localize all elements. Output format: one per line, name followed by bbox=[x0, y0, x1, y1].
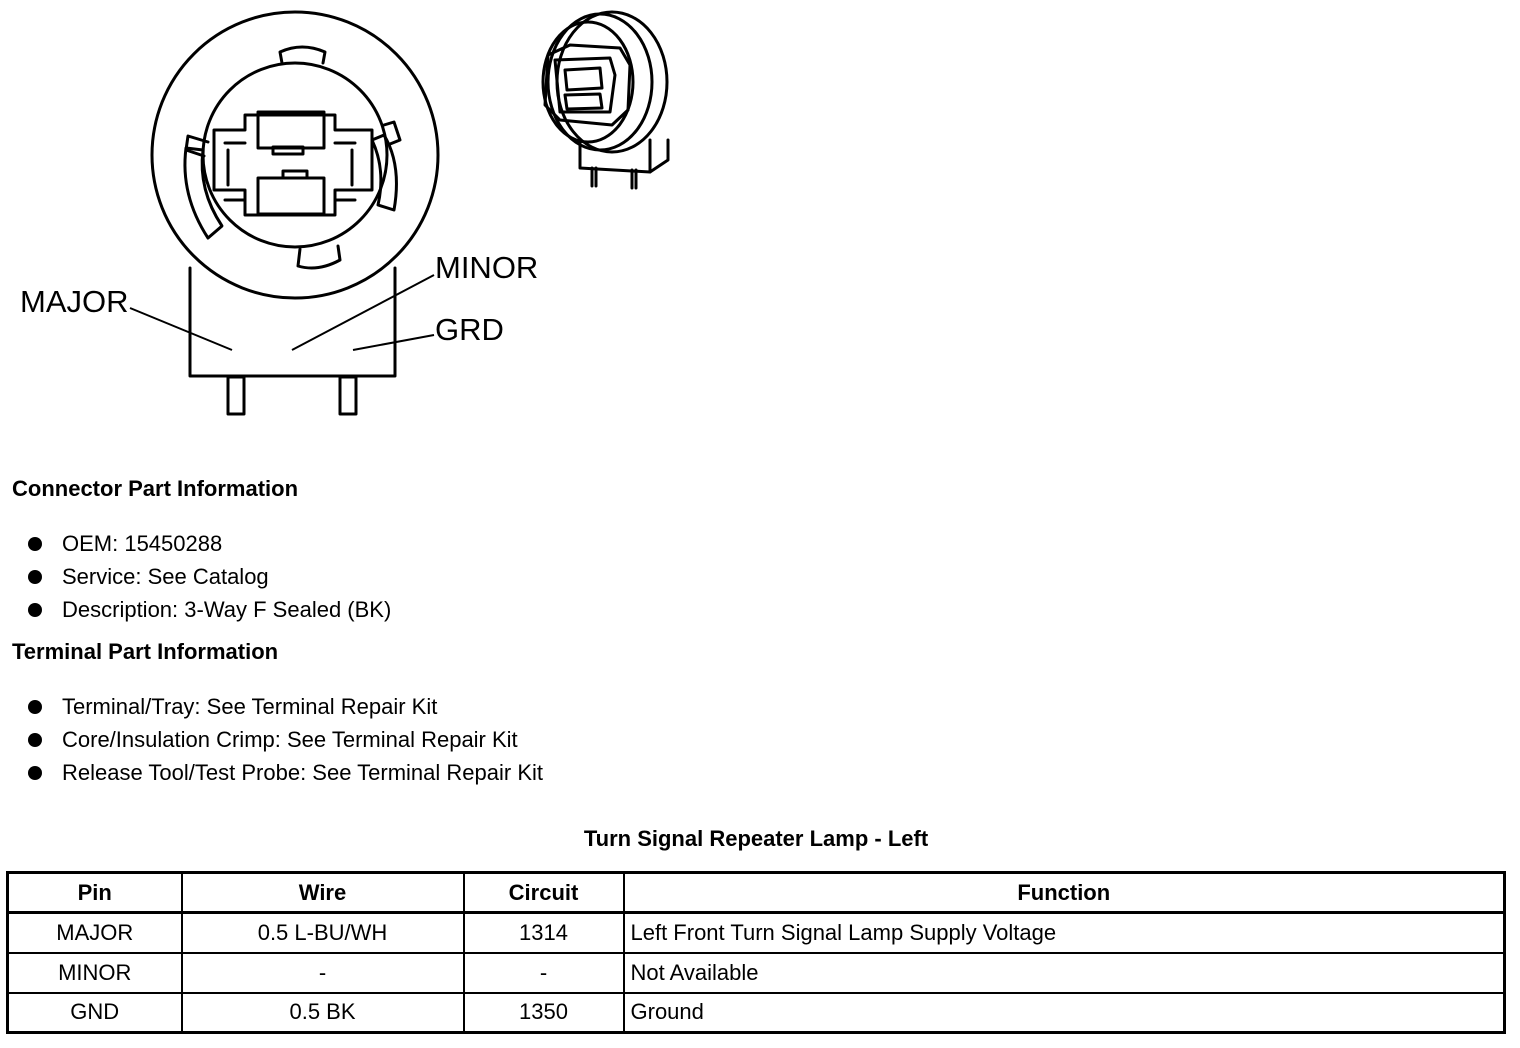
cell-function: Not Available bbox=[622, 951, 1506, 994]
terminal-info-list: Terminal/Tray: See Terminal Repair Kit C… bbox=[28, 690, 543, 789]
list-item: Release Tool/Test Probe: See Terminal Re… bbox=[28, 756, 543, 789]
list-item: Service: See Catalog bbox=[28, 560, 391, 593]
header-circuit: Circuit bbox=[462, 871, 625, 914]
list-item: OEM: 15450288 bbox=[28, 527, 391, 560]
cell-circuit: - bbox=[462, 951, 625, 994]
header-pin: Pin bbox=[6, 871, 183, 914]
cell-pin: MAJOR bbox=[6, 911, 183, 954]
bullet-icon bbox=[28, 570, 42, 584]
bullet-icon bbox=[28, 537, 42, 551]
table-row: MINOR - - Not Available bbox=[6, 951, 1506, 994]
cell-function: Left Front Turn Signal Lamp Supply Volta… bbox=[622, 911, 1506, 954]
cell-circuit: 1314 bbox=[462, 911, 625, 954]
cell-circuit: 1350 bbox=[462, 991, 625, 1034]
grd-leader-line bbox=[352, 334, 435, 351]
connector-info-list: OEM: 15450288 Service: See Catalog Descr… bbox=[28, 527, 391, 626]
major-leader-line bbox=[129, 307, 233, 351]
pin-table: Pin Wire Circuit Function MAJOR 0.5 L-BU… bbox=[6, 871, 1506, 1034]
table-row: GND 0.5 BK 1350 Ground bbox=[6, 991, 1506, 1034]
cell-pin: MINOR bbox=[6, 951, 183, 994]
header-wire: Wire bbox=[180, 871, 465, 914]
list-item: Description: 3-Way F Sealed (BK) bbox=[28, 593, 391, 626]
bullet-icon bbox=[28, 766, 42, 780]
table-title: Turn Signal Repeater Lamp - Left bbox=[583, 826, 929, 851]
cell-function: Ground bbox=[622, 991, 1506, 1034]
table-header-row: Pin Wire Circuit Function bbox=[6, 871, 1506, 914]
terminal-info-title: Terminal Part Information bbox=[12, 639, 279, 664]
connector-diagram: MAJOR MINOR GRD bbox=[20, 10, 670, 416]
minor-leader-line bbox=[291, 274, 435, 351]
list-item: Terminal/Tray: See Terminal Repair Kit bbox=[28, 690, 543, 723]
cell-pin: GND bbox=[6, 991, 183, 1034]
major-label: MAJOR bbox=[20, 284, 129, 319]
cell-wire: - bbox=[180, 951, 465, 994]
connector-face-view bbox=[150, 10, 440, 416]
bullet-icon bbox=[28, 700, 42, 714]
header-function: Function bbox=[622, 871, 1506, 914]
bullet-icon bbox=[28, 733, 42, 747]
table-row: MAJOR 0.5 L-BU/WH 1314 Left Front Turn S… bbox=[6, 911, 1506, 954]
bullet-icon bbox=[28, 603, 42, 617]
connector-info-title: Connector Part Information bbox=[12, 476, 299, 501]
connector-isometric-view bbox=[541, 10, 670, 190]
grd-label: GRD bbox=[435, 312, 504, 347]
cell-wire: 0.5 L-BU/WH bbox=[180, 911, 465, 954]
minor-label: MINOR bbox=[435, 250, 538, 285]
cell-wire: 0.5 BK bbox=[180, 991, 465, 1034]
list-item: Core/Insulation Crimp: See Terminal Repa… bbox=[28, 723, 543, 756]
